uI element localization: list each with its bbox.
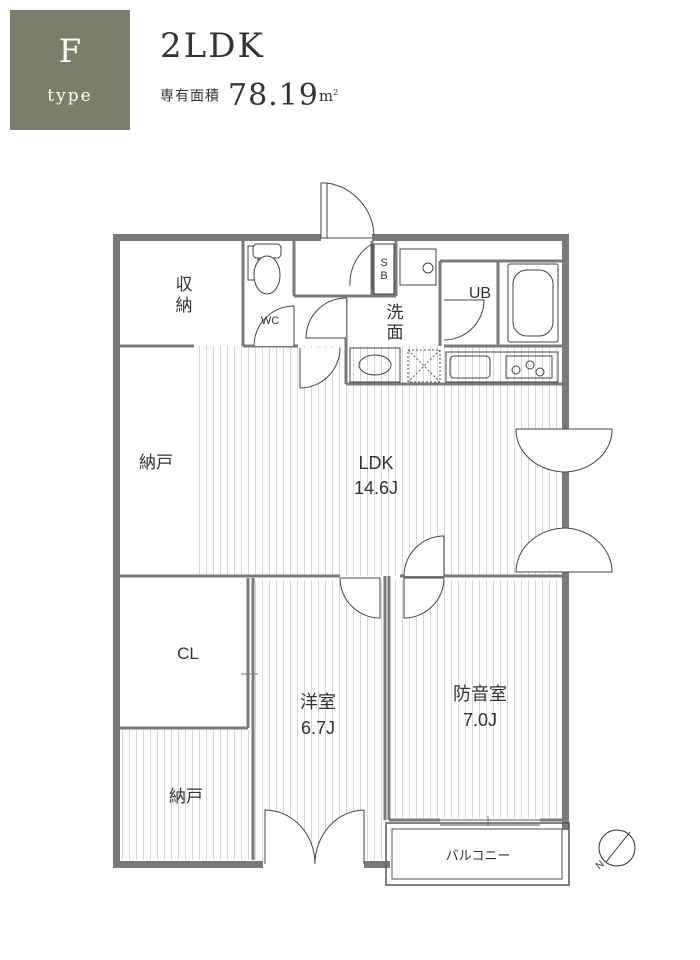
washroom-door	[305, 297, 347, 339]
washroom-label-1: 洗	[387, 303, 404, 322]
area-label: 専有面積	[160, 88, 220, 105]
kitchen-counter	[445, 351, 559, 383]
area-unit: m2	[319, 87, 338, 105]
nando-top-label: 納戸	[139, 453, 173, 472]
storage-top-label-2: 納	[176, 296, 193, 315]
balcony-label: バルコニー	[446, 848, 511, 863]
type-word: type	[47, 86, 93, 106]
compass-icon	[598, 829, 636, 867]
soundproof-door	[403, 577, 445, 619]
outer-walls	[113, 234, 569, 868]
western-room-size: 6.7J	[301, 718, 335, 738]
wc-door	[253, 305, 295, 347]
toilet	[247, 243, 282, 295]
closet-label: CL	[177, 644, 199, 663]
type-letter: F	[58, 32, 82, 70]
plan-type-title: 2LDK	[160, 26, 265, 66]
western-room-label: 洋室	[300, 692, 336, 712]
sb-label-2: B	[380, 270, 387, 282]
bottom-double-door	[264, 809, 365, 865]
type-badge: F type	[10, 10, 130, 130]
exclusive-area: 専有面積 78.19m2	[160, 78, 338, 113]
hall-door	[299, 347, 341, 389]
washbasin	[349, 347, 401, 383]
washroom-label-2: 面	[387, 323, 404, 342]
ldk-window-doors	[515, 428, 613, 573]
wc-label: WC	[261, 315, 279, 327]
balcony	[385, 819, 570, 886]
western-door	[339, 577, 381, 619]
entrance-door	[320, 182, 375, 239]
soundproof-room-label: 防音室	[453, 684, 507, 704]
ldk-label: LDK	[358, 453, 393, 473]
pipe-space	[407, 349, 441, 383]
storage-top-label-1: 収	[176, 275, 193, 294]
soundproof-floor	[389, 580, 559, 818]
soundproof-door-outer	[403, 535, 445, 577]
area-unit-sup: 2	[333, 87, 339, 97]
nando-bottom-floor	[122, 730, 254, 860]
ldk-size: 14.6J	[354, 478, 398, 498]
shoe-box	[349, 243, 395, 295]
bathtub	[507, 263, 559, 343]
ub-label: UB	[469, 285, 491, 302]
nando-bottom-label: 納戸	[169, 787, 203, 806]
soundproof-room-size: 7.0J	[463, 710, 497, 730]
sb-label-1: S	[380, 257, 387, 269]
washing-machine	[399, 248, 437, 286]
area-value: 78.19	[228, 78, 319, 113]
bathroom-door	[443, 299, 485, 341]
area-unit-m: m	[318, 86, 334, 105]
